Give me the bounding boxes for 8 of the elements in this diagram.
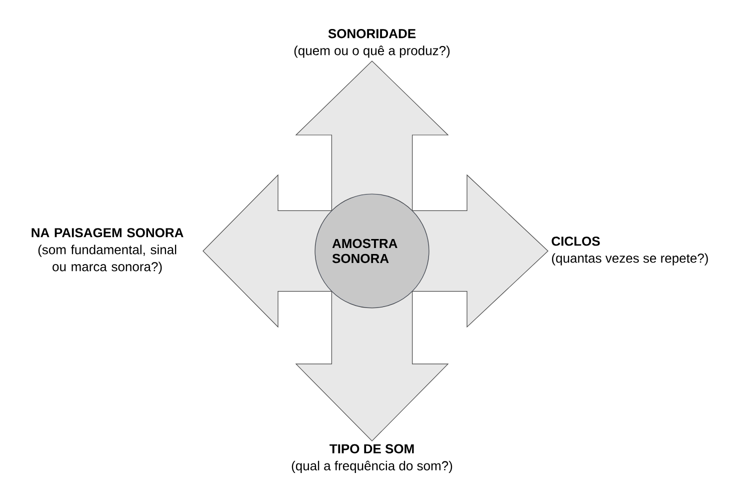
caption-text: TIPO DE SOM (qual a frequência do som?): [292, 444, 452, 473]
block-arrow: [296, 290, 448, 442]
block-arrow: [412, 174, 548, 328]
caption-text: CICLOS (quantas vezes se repete?): [552, 236, 708, 266]
caption-text: SONORIDADE (quem ou o quê a produz?): [294, 29, 450, 58]
caption-text: NA PAISAGEM SONORA (som fundamental, sinal ou marca sonora?): [32, 228, 184, 274]
block-arrow: [202, 174, 332, 328]
block-arrow: [296, 60, 448, 211]
